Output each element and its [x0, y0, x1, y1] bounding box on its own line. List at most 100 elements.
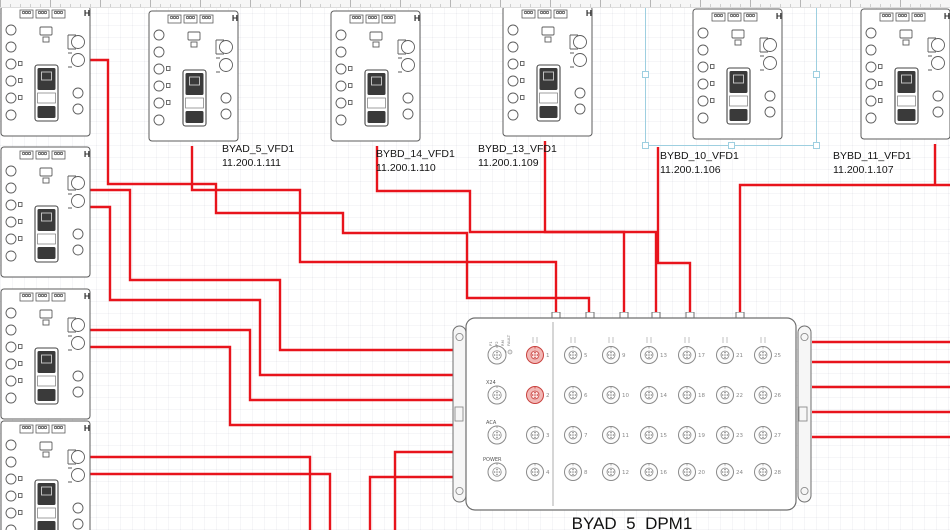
vfd-graphic [148, 10, 243, 142]
cable-11[interactable] [86, 455, 312, 530]
dpm-port[interactable] [602, 386, 620, 404]
port-number: 26 [774, 393, 781, 399]
dpm-port[interactable] [754, 426, 772, 444]
led-label-rm: RM [500, 340, 505, 346]
selection-handle-sw[interactable] [642, 142, 649, 149]
port-number: 20 [698, 470, 705, 476]
dpm-port[interactable] [640, 346, 658, 364]
port-number: 4 [546, 470, 550, 476]
dpm-port[interactable] [526, 463, 544, 481]
dpm-port[interactable] [716, 346, 734, 364]
device-name: BYBD_10_VFD1 [660, 150, 739, 162]
vfd-graphic [0, 420, 95, 530]
cable-3[interactable] [543, 141, 658, 317]
dpm-port[interactable] [564, 386, 582, 404]
port-number: 5 [584, 353, 588, 359]
cable-1[interactable] [190, 146, 558, 317]
port-number: 21 [736, 353, 743, 359]
cable-9[interactable] [86, 328, 454, 402]
dpm-port[interactable] [602, 463, 620, 481]
vfd-device-4[interactable]: H [148, 10, 243, 142]
port-number: 28 [774, 470, 781, 476]
selection-handle-s[interactable] [728, 142, 735, 149]
vfd-graphic [502, 5, 597, 137]
dpm-port[interactable] [487, 425, 507, 445]
dpm-port[interactable] [754, 463, 772, 481]
device-name: BYBD_11_VFD1 [833, 150, 912, 162]
horizontal-ruler [0, 0, 950, 8]
device-name: BYBD_14_VFD1 [376, 148, 455, 160]
dpm-port[interactable] [716, 463, 734, 481]
cable-5[interactable] [738, 183, 950, 317]
port-number: 8 [584, 470, 588, 476]
vfd-device-7[interactable]: H [692, 8, 787, 140]
cable-13[interactable] [393, 450, 454, 530]
dpm-port[interactable] [678, 386, 696, 404]
x24-label: X24 [486, 380, 496, 386]
port-number: 23 [736, 433, 743, 439]
device-label-0: BYAD_5_VFD1 11.200.1.111 [222, 143, 294, 171]
vfd-graphic [860, 8, 950, 140]
vfd-h-marker: H [83, 423, 90, 433]
dpm-port[interactable] [526, 426, 544, 444]
port-number: 17 [698, 353, 705, 359]
cable-2[interactable] [375, 146, 626, 317]
vfd-device-1[interactable]: H [0, 146, 95, 278]
vfd-device-2[interactable]: H [0, 288, 95, 420]
device-name: BYBD_13_VFD1 [478, 143, 557, 155]
dpm-port[interactable] [564, 426, 582, 444]
selection-handle-e[interactable] [813, 71, 820, 78]
cable-8[interactable] [86, 205, 454, 377]
device-ip: 11.200.1.110 [376, 161, 436, 174]
dpm-port[interactable] [754, 346, 772, 364]
power-label: POWER [483, 457, 502, 463]
vfd-h-marker: H [585, 8, 592, 18]
cable-0[interactable] [86, 58, 591, 317]
port-number: 11 [622, 433, 629, 439]
dpm-port[interactable] [602, 346, 620, 364]
dpm-port[interactable] [678, 426, 696, 444]
dpm-port[interactable] [526, 386, 544, 404]
vfd-device-8[interactable]: H [860, 8, 950, 140]
dpm-label: BYAD_5_DPM1 [571, 514, 693, 530]
device-ip: 11.200.1.107 [833, 163, 894, 176]
cable-12[interactable] [86, 472, 332, 530]
dpm-port[interactable] [564, 463, 582, 481]
cable-10[interactable] [86, 345, 454, 427]
device-ip: 11.200.1.111 [222, 156, 281, 169]
port-number: 7 [584, 433, 588, 439]
dpm-port[interactable] [678, 463, 696, 481]
dpm-port[interactable] [487, 345, 507, 365]
vfd-device-5[interactable]: H [330, 10, 425, 142]
led-label-fault: FAULT [506, 334, 511, 346]
port-number: 10 [622, 393, 629, 399]
dpm-port[interactable] [640, 386, 658, 404]
device-label-2: BYBD_13_VFD1 11.200.1.109 [478, 143, 557, 171]
port-number: 6 [584, 393, 588, 399]
dpm-port[interactable] [640, 426, 658, 444]
dpm-port[interactable] [754, 386, 772, 404]
dpm-port[interactable] [487, 462, 507, 482]
dpm-graphic: P1 P2 RM FAULT X24 ACA POWER 12345678910… [452, 311, 812, 511]
dpm-port[interactable] [564, 346, 582, 364]
dpm-port[interactable] [640, 463, 658, 481]
device-name: BYAD_5_VFD1 [222, 143, 295, 155]
dpm-port[interactable] [602, 426, 620, 444]
selection-handle-w[interactable] [642, 71, 649, 78]
vfd-device-0[interactable]: H [0, 5, 95, 137]
dpm-port[interactable] [716, 426, 734, 444]
dpm-port[interactable] [487, 385, 507, 405]
device-ip: 11.200.1.106 [660, 163, 721, 176]
vfd-device-3[interactable]: H [0, 420, 95, 530]
selection-handle-se[interactable] [813, 142, 820, 149]
vfd-h-marker: H [231, 13, 238, 23]
dpm-port[interactable] [678, 346, 696, 364]
cable-14[interactable] [368, 475, 454, 530]
cable-4[interactable] [656, 147, 692, 317]
cable-7[interactable] [86, 188, 454, 352]
vfd-device-6[interactable]: H [502, 5, 597, 137]
dpm-port[interactable] [526, 346, 544, 364]
dpm-port[interactable] [716, 386, 734, 404]
